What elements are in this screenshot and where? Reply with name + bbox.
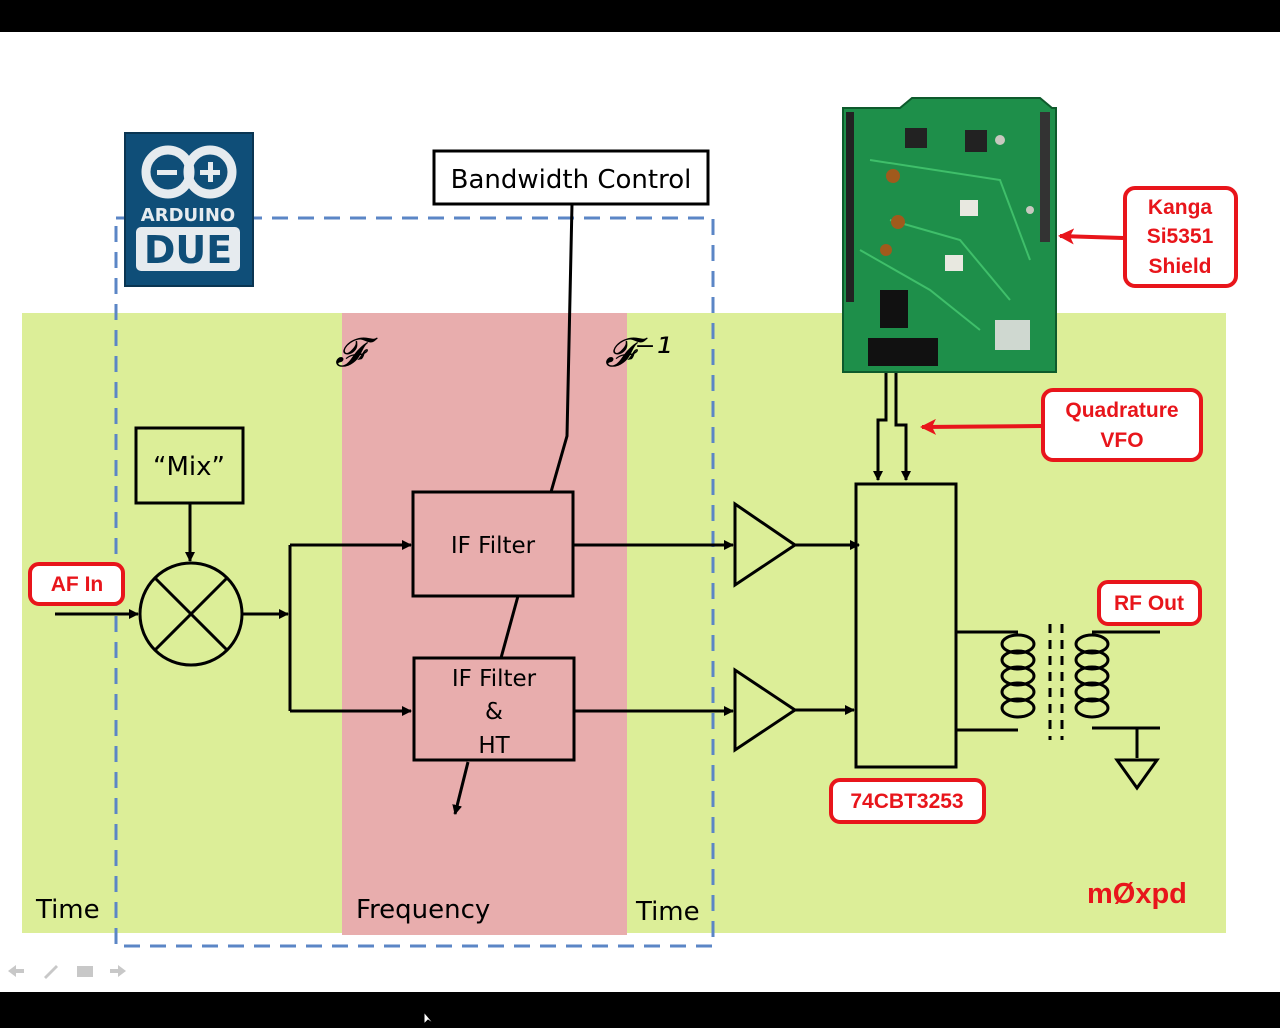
- amplifier-bottom: [733, 667, 798, 753]
- infinity-icon: [141, 145, 237, 199]
- bandwidth-control-box: [432, 149, 710, 206]
- kanga-callout-line-3: Shield: [1148, 255, 1211, 278]
- frequency-domain-zone: [342, 313, 627, 935]
- if-filter-bottom-box: [412, 656, 576, 762]
- callsign-label: mØxpd: [1087, 878, 1187, 910]
- if-filter-bottom-label-1: IF Filter: [452, 666, 537, 692]
- quadrature-vfo-line-1: Quadrature: [1065, 399, 1178, 422]
- slide-nav-controls: [8, 965, 126, 979]
- prev-slide-icon[interactable]: [8, 965, 24, 977]
- kanga-si5351-board: [842, 97, 1057, 373]
- amplifier-top: [733, 501, 798, 588]
- time-right-label: Time: [635, 897, 700, 927]
- chip-callout: [829, 778, 986, 824]
- inverse-fourier-symbol: 𝓕⁻¹: [605, 330, 672, 376]
- if-filter-top-label: IF Filter: [451, 533, 536, 559]
- bandwidth-control-line: [549, 203, 574, 493]
- ground-icon: [1114, 758, 1160, 791]
- kanga-callout: [1123, 186, 1238, 288]
- af-in-label: AF In: [51, 573, 104, 596]
- output-transformer: [957, 624, 1160, 791]
- arduino-boundary: [114, 216, 715, 948]
- bottom-black-bar: [0, 992, 1280, 1024]
- rf-out-label: RF Out: [1114, 592, 1184, 615]
- quadrature-vfo-line-2: VFO: [1100, 429, 1143, 452]
- if-filter-bottom-label-3: HT: [478, 733, 510, 759]
- switch-ic-box: [854, 482, 958, 769]
- bandwidth-control-label: Bandwidth Control: [451, 165, 692, 195]
- mouse-cursor-icon: [423, 1010, 435, 1026]
- if-filter-bottom-label-2: &: [485, 699, 503, 725]
- arduino-due-logo: ARDUINO DUE: [124, 132, 254, 287]
- top-black-bar: [0, 0, 1280, 32]
- chip-label: 74CBT3253: [850, 790, 963, 813]
- quadrature-vfo-callout: [1041, 388, 1203, 462]
- kanga-callout-line-2: Si5351: [1147, 225, 1214, 248]
- pen-icon[interactable]: [44, 965, 58, 979]
- mix-box: [134, 426, 245, 505]
- if-filter-top-box: [411, 490, 575, 598]
- if-filter-bottom-output-arrow: [452, 761, 470, 815]
- kanga-callout-arrow: [1058, 228, 1124, 245]
- kanga-callout-line-1: Kanga: [1148, 196, 1213, 219]
- rf-out-callout: [1097, 580, 1202, 626]
- vfo-line-2: [894, 370, 911, 481]
- frequency-label: Frequency: [356, 895, 490, 925]
- arduino-text: ARDUINO: [141, 205, 235, 226]
- menu-icon[interactable]: [77, 966, 93, 977]
- mix-label: “Mix”: [153, 452, 225, 482]
- due-text: DUE: [144, 228, 232, 272]
- af-in-callout: [28, 562, 125, 606]
- quadrature-vfo-arrow: [920, 418, 1042, 435]
- header-pins: [868, 338, 938, 366]
- time-left-label: Time: [35, 895, 100, 925]
- filter-coupling-line: [499, 595, 520, 659]
- next-slide-icon[interactable]: [110, 965, 126, 977]
- vfo-line-1: [873, 370, 888, 481]
